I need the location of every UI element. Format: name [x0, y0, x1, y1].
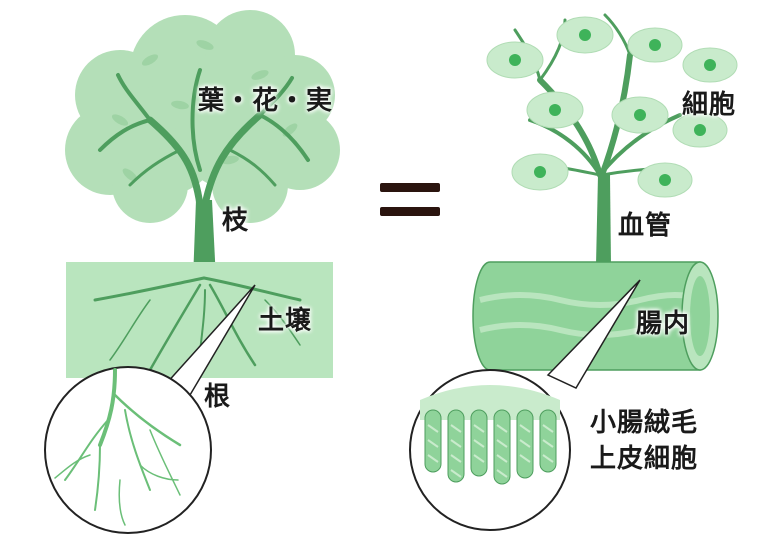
tree-canopy	[65, 10, 340, 223]
label-root: 根	[204, 382, 232, 412]
label-leaves-flowers-fruit: 葉・花・実	[198, 86, 334, 116]
label-branch: 枝	[222, 206, 250, 236]
root-zoom-lens	[44, 366, 212, 534]
label-blood-vessel: 血管	[618, 211, 673, 241]
vessel-trunk	[596, 175, 611, 265]
blood-vessel-tree	[486, 13, 738, 265]
label-cells: 細胞	[682, 90, 737, 120]
intestine-tube	[472, 261, 719, 371]
tree-illustration	[65, 10, 340, 280]
cells	[486, 16, 738, 198]
villi-zoom-pointer	[546, 279, 641, 389]
label-soil: 土壌	[258, 306, 313, 336]
label-villi-line1: 小腸絨毛	[590, 408, 699, 438]
villi-zoom-lens	[409, 369, 571, 531]
label-intestine: 腸内	[636, 309, 691, 339]
tree-branches	[98, 68, 310, 209]
tree-trunk	[193, 200, 216, 280]
label-villi-line2: 上皮細胞	[590, 444, 699, 474]
equals-sign	[380, 183, 440, 216]
